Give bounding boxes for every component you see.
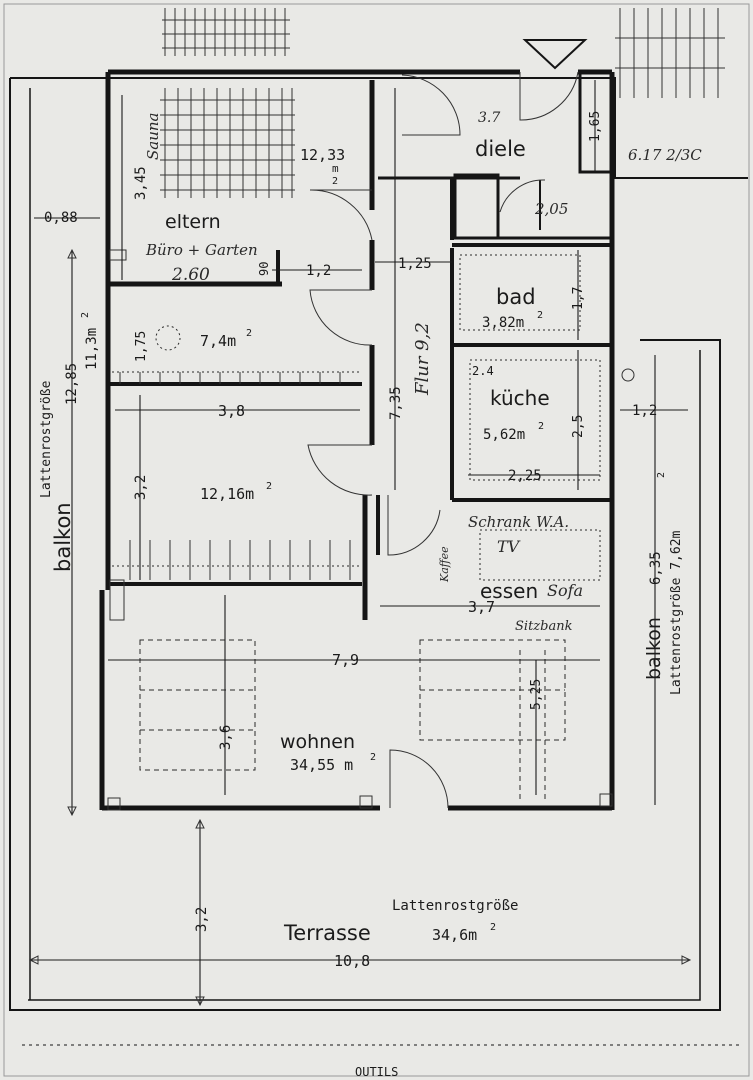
middle-room-area-exp: 2	[266, 481, 272, 492]
essen-note-coffee: Kaffee	[438, 546, 451, 583]
footer-text: OUTILS	[355, 1065, 398, 1079]
paper-edge	[3, 3, 750, 1077]
wohnen-name: wohnen	[280, 731, 355, 753]
kueche-area: 5,62m	[483, 427, 525, 443]
eltern-note-sauna: Sauna	[144, 113, 162, 160]
essen-note-tv: TV	[497, 537, 521, 556]
balkon-left-grate: Lattenrostgröße	[39, 380, 54, 498]
essen-name: essen	[480, 579, 538, 603]
dim-12: 1,2	[306, 263, 331, 279]
bad-area-exp: 2	[537, 310, 543, 321]
dim-36: 3,6	[218, 725, 234, 750]
dim-090: 90	[257, 262, 271, 276]
essen-note-cabinet: Schrank W.A.	[468, 513, 569, 531]
kueche-area-exp: 2	[538, 421, 544, 432]
dim-125: 1,25	[398, 256, 432, 272]
balkon-left-area: 11,3m	[84, 328, 100, 370]
terrasse-name: Terrasse	[283, 921, 371, 945]
eltern-area: 12,33	[300, 146, 345, 164]
balkon-right-name: balkon	[643, 617, 665, 680]
balkon-left-length: 12,85	[64, 363, 80, 405]
dim-345: 3,45	[133, 166, 149, 200]
outer-outline	[9, 77, 748, 1046]
dim-17: 1,7	[571, 287, 586, 310]
essen-note-sofa: Sofa	[547, 581, 583, 600]
eltern-note-office: Büro + Garten	[145, 241, 258, 259]
balkon-right-length: 6,35	[648, 551, 664, 585]
dim-088: 0,88	[44, 210, 78, 226]
dim-25: 2,5	[571, 415, 586, 438]
kueche-note: 2.4	[472, 364, 494, 378]
kueche-name: küche	[490, 386, 550, 410]
bad-name: bad	[496, 285, 536, 309]
balkon-left-area-exp: 2	[80, 312, 91, 318]
flur-note: Flur 9,2	[412, 322, 433, 396]
dim-32: 3,2	[133, 475, 149, 500]
dim-735: 7,35	[388, 386, 404, 420]
dim-38: 3,8	[218, 402, 245, 420]
terrasse-grate: Lattenrostgröße	[392, 898, 518, 914]
margin-note: 6.17 2/3C	[628, 146, 702, 164]
diele-name: diele	[475, 137, 526, 161]
dim-205: 2,05	[534, 200, 568, 218]
dim-225: 2,25	[508, 468, 542, 484]
balkon-right-grate-exp: 2	[656, 472, 667, 478]
dimension-lines	[28, 80, 692, 1007]
balkon-left-name: balkon	[51, 502, 75, 572]
diele-note: 3.7	[478, 110, 500, 126]
terrasse-width: 10,8	[334, 952, 370, 970]
dim-37: 3,7	[468, 598, 495, 616]
dim-525: 5,25	[529, 679, 544, 710]
terrasse-area: 34,6m	[432, 926, 477, 944]
small-room-area: 7,4m	[200, 332, 236, 350]
door-swings	[307, 71, 579, 809]
dim-165: 1,65	[588, 111, 603, 142]
eltern-area-exp: 2	[332, 176, 338, 187]
essen-note-bench: Sitzbank	[515, 619, 573, 634]
terrasse-depth: 3,2	[194, 907, 210, 932]
top-hatching	[162, 8, 725, 98]
wohnen-area: 34,55 m	[290, 756, 353, 774]
dim-12-right: 1,2	[632, 403, 657, 419]
eltern-note-width: 2.60	[171, 265, 210, 285]
terrasse-area-exp: 2	[490, 922, 496, 933]
eltern-name: eltern	[165, 211, 221, 233]
middle-room-area: 12,16m	[200, 485, 254, 503]
balkon-right-grate: Lattenrostgröße 7,62m	[669, 530, 684, 695]
small-room-area-exp: 2	[246, 328, 252, 339]
house-walls	[99, 69, 615, 811]
dim-79: 7,9	[332, 651, 359, 669]
dim-175: 1,75	[134, 331, 149, 362]
wohnen-area-exp: 2	[370, 752, 376, 763]
eltern-area-unit: m	[332, 162, 339, 175]
furniture-marks	[107, 88, 635, 811]
bad-area: 3,82m	[482, 315, 524, 331]
